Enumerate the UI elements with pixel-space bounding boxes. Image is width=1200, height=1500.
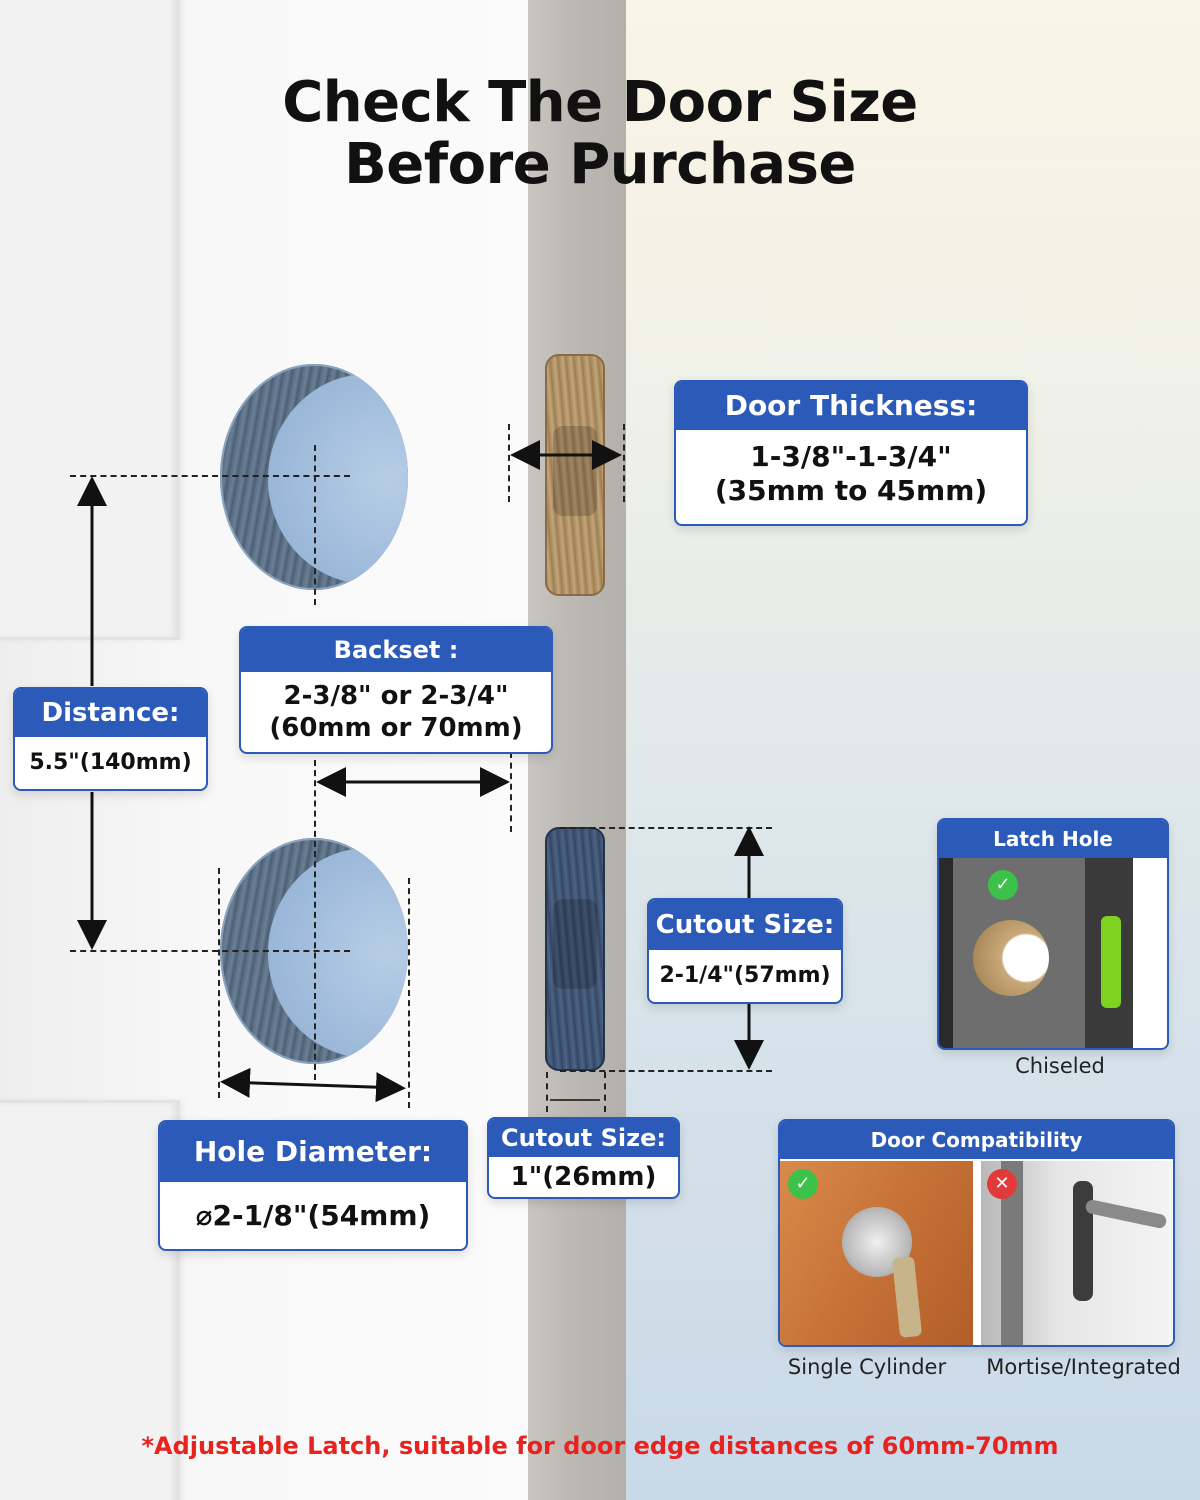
page-title: Check The Door Size Before Purchase <box>0 72 1200 196</box>
guide-line <box>70 475 350 477</box>
cutout-height-value: 2-1/4"(57mm) <box>659 963 831 988</box>
guide-line <box>314 760 316 1080</box>
molding-panel-top <box>0 0 180 640</box>
backset-label: Backset : <box>241 628 551 672</box>
latch-hole-label: Latch Hole <box>939 820 1167 858</box>
mortise-lock-image: ✕ <box>981 1161 1173 1345</box>
guide-line <box>408 878 410 1108</box>
distance-label: Distance: <box>15 689 206 737</box>
hole-diameter-card: Hole Diameter: ⌀2-1/8"(54mm) <box>158 1120 468 1251</box>
footnote: *Adjustable Latch, suitable for door edg… <box>141 1432 1059 1460</box>
cutout-height-card: Cutout Size: 2-1/4"(57mm) <box>647 898 843 1004</box>
door-thickness-label: Door Thickness: <box>676 382 1026 430</box>
title-line-1: Check The Door Size <box>282 70 918 135</box>
check-icon: ✓ <box>988 870 1018 900</box>
guide-line <box>560 827 772 829</box>
compat-caption-mortise: Mortise/Integrated <box>986 1355 1181 1379</box>
door-thickness-value-1: 1-3/8"-1-3/4" <box>750 440 952 473</box>
guide-line <box>546 1072 548 1112</box>
backset-value-2: (60mm or 70mm) <box>269 713 523 743</box>
cutout-height-label: Cutout Size: <box>649 900 841 950</box>
guide-line <box>508 424 510 502</box>
guide-line <box>604 1072 606 1112</box>
distance-card: Distance: 5.5"(140mm) <box>13 687 208 791</box>
cutout-width-value: 1"(26mm) <box>510 1162 657 1192</box>
diameter-arrow <box>220 1067 406 1103</box>
molding-panel-bottom <box>0 1100 180 1500</box>
close-icon: ✕ <box>987 1169 1017 1199</box>
check-icon: ✓ <box>788 1169 818 1199</box>
hole-diameter-value: ⌀2-1/8"(54mm) <box>195 1199 431 1232</box>
latch-hole-caption: Chiseled <box>1015 1054 1105 1078</box>
single-cylinder-image: ✓ <box>780 1161 973 1345</box>
backset-value-1: 2-3/8" or 2-3/4" <box>283 681 509 711</box>
latch-hole-panel: Latch Hole ✓ <box>937 818 1169 1050</box>
cutout-width-label: Cutout Size: <box>489 1119 678 1157</box>
backset-card: Backset : 2-3/8" or 2-3/4" (60mm or 70mm… <box>239 626 553 754</box>
guide-line <box>510 752 512 832</box>
guide-line <box>314 445 316 605</box>
guide-line <box>560 1070 772 1072</box>
door-molding <box>0 0 190 1500</box>
guide-line <box>70 950 350 952</box>
door-thickness-value-2: (35mm to 45mm) <box>714 474 988 507</box>
door-thickness-card: Door Thickness: 1-3/8"-1-3/4" (35mm to 4… <box>674 380 1028 526</box>
guide-line <box>623 424 625 502</box>
compat-caption-single-cylinder: Single Cylinder <box>787 1355 947 1379</box>
hole-diameter-label: Hole Diameter: <box>160 1122 466 1182</box>
cutout-width-card: Cutout Size: 1"(26mm) <box>487 1117 680 1199</box>
door-compatibility-panel: Door Compatibility ✓ ✕ <box>778 1119 1175 1347</box>
distance-value: 5.5"(140mm) <box>29 750 192 775</box>
door-compatibility-label: Door Compatibility <box>780 1121 1173 1159</box>
title-line-2: Before Purchase <box>344 132 856 197</box>
guide-line <box>218 868 220 1098</box>
latch-hole-image: ✓ <box>939 858 1167 1048</box>
